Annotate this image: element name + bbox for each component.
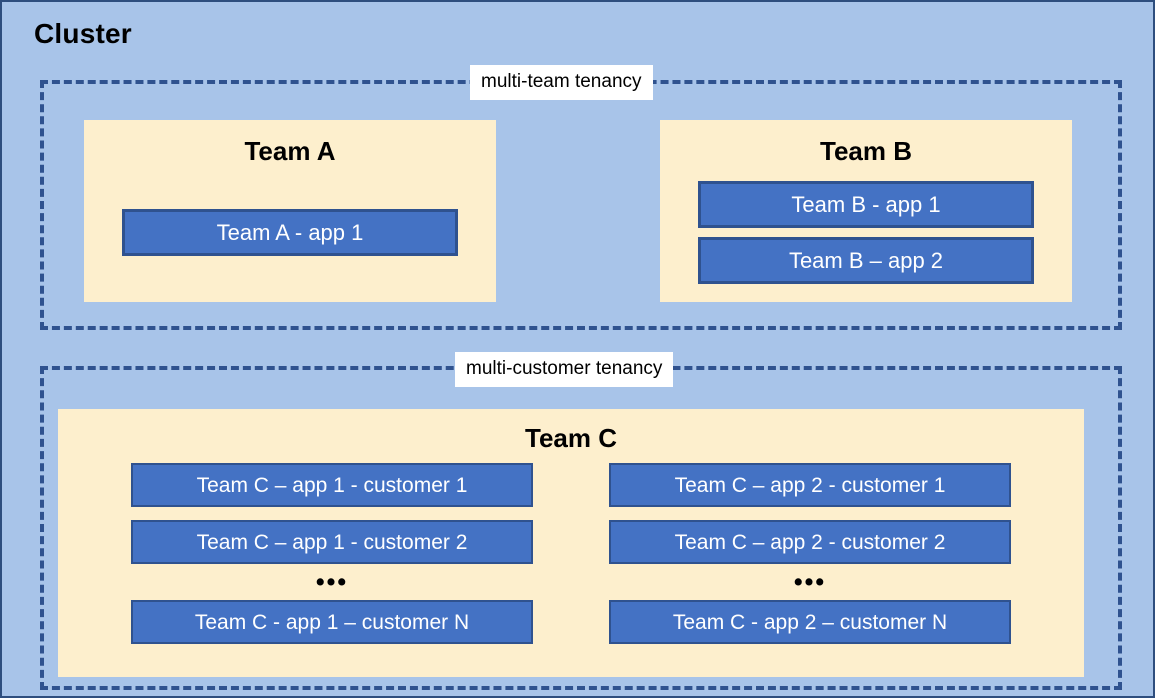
app-box-team-c-app-2-customer-2[interactable]: Team C – app 2 - customer 2: [609, 520, 1011, 564]
app-box-team-a-app-1[interactable]: Team A - app 1: [122, 209, 458, 256]
app-list-team-b: Team B - app 1 Team B – app 2: [698, 181, 1034, 284]
team-panel-team-c: Team C Team C – app 1 - customer 1 Team …: [58, 409, 1084, 677]
tenancy-label-multi-team: multi-team tenancy: [470, 65, 653, 100]
app-box-team-c-app-1-customer-2[interactable]: Team C – app 1 - customer 2: [131, 520, 533, 564]
team-title-team-c: Team C: [525, 423, 617, 453]
ellipsis-team-c-app-1: •••: [315, 568, 349, 596]
app-box-team-c-app-2-customer-n[interactable]: Team C - app 2 – customer N: [609, 600, 1011, 644]
ellipsis-team-c-app-2: •••: [793, 568, 827, 596]
team-panel-team-a: Team A Team A - app 1: [84, 120, 496, 302]
app-column-team-c-app-1: Team C – app 1 - customer 1 Team C – app…: [131, 463, 533, 644]
team-title-team-b: Team B: [820, 136, 912, 166]
tenancy-label-multi-customer: multi-customer tenancy: [455, 352, 674, 387]
app-column-team-c-app-2: Team C – app 2 - customer 1 Team C – app…: [609, 463, 1011, 644]
app-box-team-b-app-1[interactable]: Team B - app 1: [698, 181, 1034, 228]
app-list-team-a: Team A - app 1: [122, 209, 458, 256]
app-box-team-c-app-1-customer-1[interactable]: Team C – app 1 - customer 1: [131, 463, 533, 507]
team-title-team-a: Team A: [244, 136, 336, 166]
app-grid-team-c: Team C – app 1 - customer 1 Team C – app…: [58, 463, 1084, 644]
app-box-team-c-app-1-customer-n[interactable]: Team C - app 1 – customer N: [131, 600, 533, 644]
app-box-team-b-app-2[interactable]: Team B – app 2: [698, 237, 1034, 284]
app-box-team-c-app-2-customer-1[interactable]: Team C – app 2 - customer 1: [609, 463, 1011, 507]
page-title: Cluster: [34, 18, 132, 49]
team-panel-team-b: Team B Team B - app 1 Team B – app 2: [660, 120, 1072, 302]
